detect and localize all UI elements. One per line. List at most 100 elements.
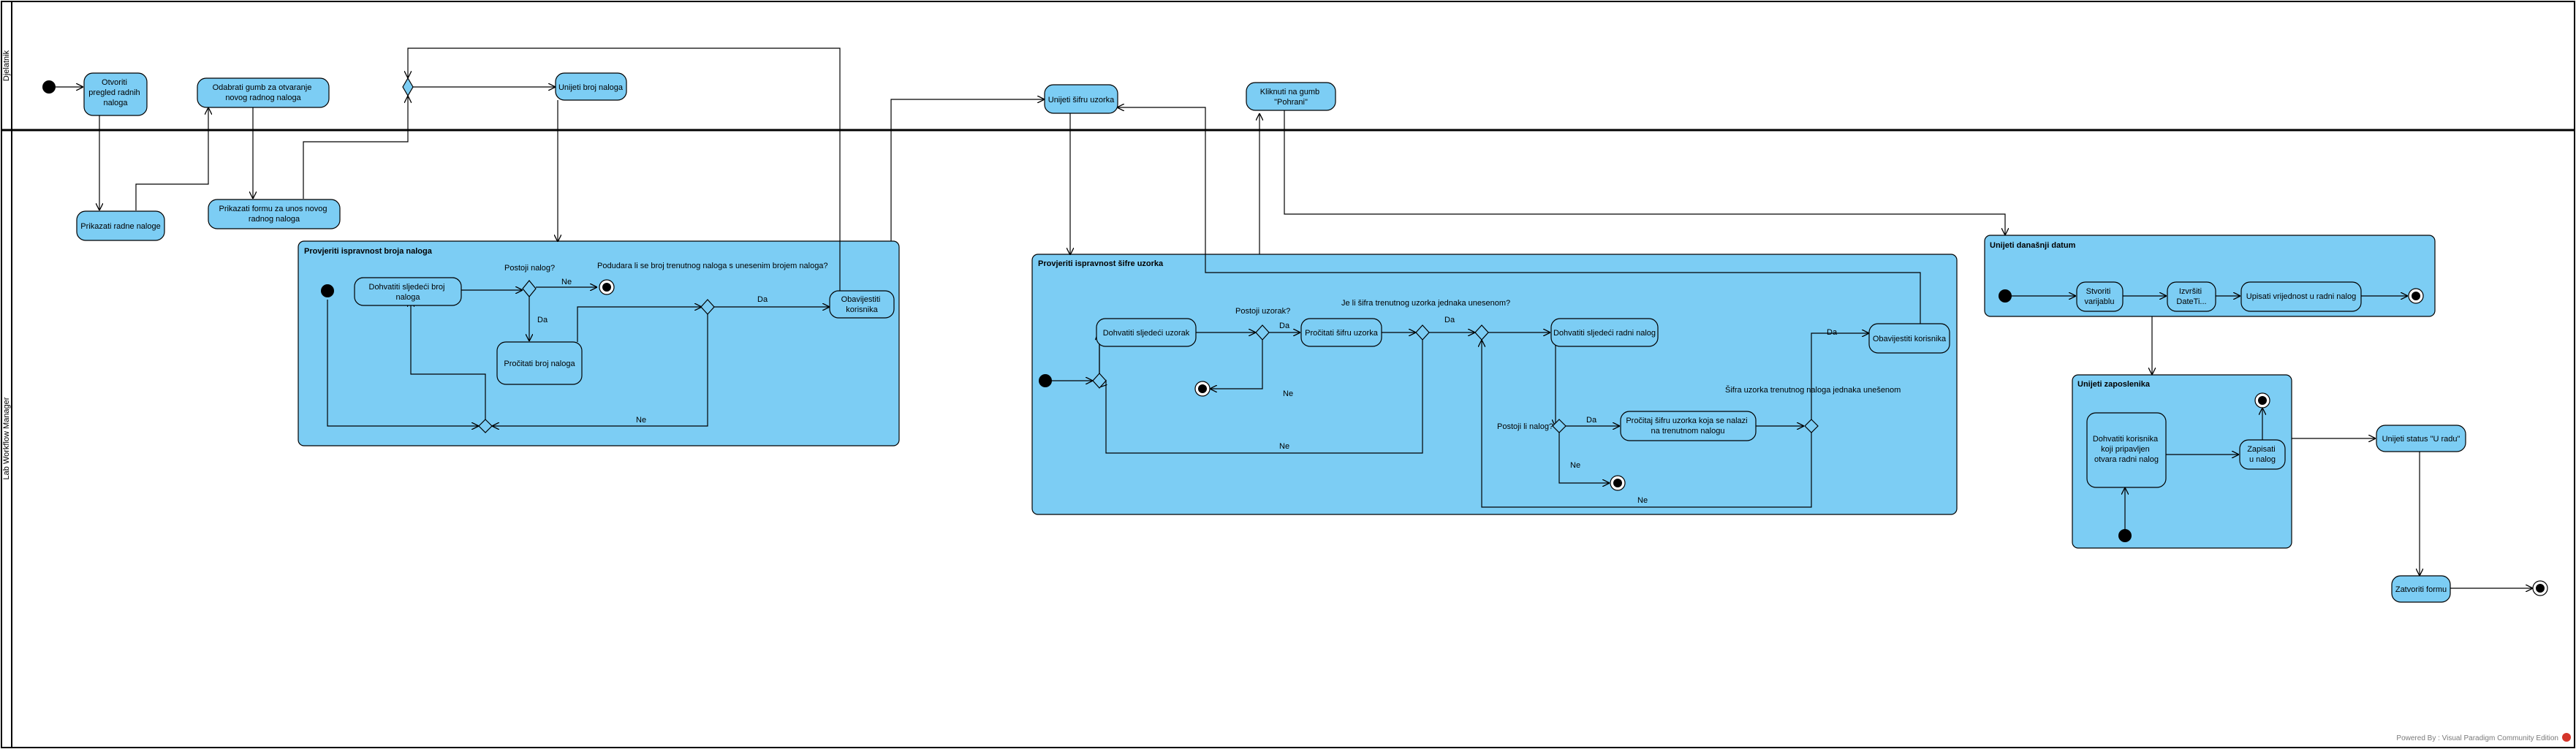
region4-nodes: Dohvatiti korisnika koji pripavljen otva… bbox=[2086, 392, 2286, 542]
svg-text:Unijeti šifru uzorka: Unijeti šifru uzorka bbox=[1048, 96, 1115, 104]
svg-text:Odabrati gumb za otvaranje: Odabrati gumb za otvaranje novog radnog … bbox=[213, 83, 314, 102]
svg-text:Izvršiti DateTi...: Izvršiti DateTi... bbox=[2176, 287, 2206, 306]
svg-text:Zatvoriti formu: Zatvoriti formu bbox=[2395, 585, 2447, 594]
flow-procitati-to-decision bbox=[577, 307, 702, 342]
decision-sifra-jednaka bbox=[1415, 324, 1430, 341]
action-label-line: varijablu bbox=[2085, 297, 2115, 306]
guard-da: Da bbox=[1279, 322, 1290, 330]
action-label-line: Odabrati gumb za otvaranje bbox=[213, 83, 312, 92]
action-label-line: Pročitati broj naloga bbox=[504, 360, 575, 368]
action-label-line: naloga bbox=[395, 293, 420, 302]
initial-node bbox=[2118, 529, 2132, 542]
initial-node bbox=[1039, 374, 1052, 387]
region-box bbox=[298, 240, 900, 446]
action-otvoriti-pregled[interactable]: Otvoriti pregled radnih naloga bbox=[83, 72, 148, 116]
svg-text:Obavijestiti korisnika: Obavijestiti korisnika bbox=[1873, 335, 1947, 343]
lane-title-lab-workflow-manager: Lab Workflow Manager bbox=[2, 397, 11, 479]
decision-postoji-uzorak bbox=[1255, 324, 1270, 341]
action-label-line: DateTi... bbox=[2176, 297, 2206, 306]
action-label-line: Dohvatiti sljedeći broj bbox=[369, 283, 445, 292]
guard-postoji-nalog: Postoji li nalog? bbox=[1497, 422, 1553, 431]
action-label-line: Upisati vrijednost u radni nalog bbox=[2246, 292, 2356, 301]
action-kliknuti-pohrani[interactable]: Kliknuti na gumb "Pohrani" bbox=[1246, 82, 1336, 111]
svg-text:Unijeti broj naloga: Unijeti broj naloga bbox=[558, 83, 624, 92]
guard-ne: Ne bbox=[636, 416, 646, 425]
svg-text:Otvoriti pregled radni: Otvoriti pregled radnih naloga bbox=[88, 78, 142, 107]
svg-text:Dohvatiti sljedeći broj: Dohvatiti sljedeći broj naloga bbox=[369, 283, 447, 302]
action-unijeti-status[interactable]: Unijeti status "U radu" bbox=[2376, 425, 2466, 452]
top-lane-nodes: Otvoriti pregled radnih naloga Prikazati… bbox=[42, 72, 1336, 241]
action-label-line: Unijeti status "U radu" bbox=[2382, 435, 2461, 444]
action-label-line: naloga bbox=[103, 99, 128, 107]
action-unijeti-sifru-uzorka[interactable]: Unijeti šifru uzorka bbox=[1044, 84, 1118, 114]
guard-ne: Ne bbox=[561, 278, 572, 286]
merge-node-r2 bbox=[1092, 373, 1107, 389]
action-procitaj-sifru-naloga[interactable]: Pročitaj šifru uzorka koja se nalazi na … bbox=[1620, 411, 1757, 441]
flow-prikazati-to-odabrati bbox=[135, 107, 208, 210]
initial-node bbox=[1999, 289, 2012, 303]
svg-text:Dohvatiti sljedeći uzorak: Dohvatiti sljedeći uzorak bbox=[1103, 329, 1190, 338]
guard-ne: Ne bbox=[1637, 496, 1648, 505]
action-label-line: u nalog bbox=[2249, 455, 2276, 464]
action-obavijestiti-korisnika-r2[interactable]: Obavijestiti korisnika bbox=[1868, 323, 1950, 354]
guard-sifra-naloga: Šifra uzorka trenutnog naloga jednaka un… bbox=[1725, 385, 1901, 395]
region-title: Provjeriti ispravnost broja naloga bbox=[304, 247, 433, 256]
flow-decision-uzorak-ne bbox=[1210, 340, 1263, 389]
footer: Powered By : Visual Paradigm Community E… bbox=[2396, 733, 2571, 742]
decision-podudara bbox=[700, 299, 715, 315]
action-dohvatiti-sljedeci-broj[interactable]: Dohvatiti sljedeći broj naloga bbox=[354, 277, 462, 306]
action-odabrati-gumb[interactable]: Odabrati gumb za otvaranje novog radnog … bbox=[197, 77, 330, 108]
decision-postoji-nalog bbox=[522, 280, 537, 297]
action-zatvoriti-formu[interactable]: Zatvoriti formu bbox=[2391, 575, 2451, 603]
action-label-line: Obavijestiti korisnika bbox=[1873, 335, 1947, 343]
action-dohvatiti-sljedeci-nalog[interactable]: Dohvatiti sljedeći radni nalog bbox=[1550, 318, 1659, 347]
action-procitati-broj[interactable]: Pročitati broj naloga bbox=[496, 341, 583, 385]
region-title: Unijeti zaposlenika bbox=[2077, 380, 2151, 389]
flow-start-to-merge bbox=[327, 300, 479, 426]
svg-text:Stvoriti varijablu: Stvoriti varijablu bbox=[2085, 287, 2115, 306]
action-prikazati-radne-naloge[interactable]: Prikazati radne naloge bbox=[76, 210, 165, 241]
action-dohvatiti-korisnika[interactable]: Dohvatiti korisnika koji pripavljen otva… bbox=[2086, 412, 2167, 488]
final-node-r1 bbox=[599, 279, 615, 295]
guard-da: Da bbox=[1586, 416, 1597, 425]
guard-postoji-uzorak: Postoji uzorak? bbox=[1235, 307, 1290, 316]
flow-decision2-ne bbox=[492, 314, 708, 426]
guard-podudara: Podudara li se broj trenutnog naloga s u… bbox=[597, 262, 828, 270]
action-label-line: Zatvoriti formu bbox=[2395, 585, 2447, 594]
guard-da: Da bbox=[757, 295, 768, 304]
action-label-line: Prikazati radne naloge bbox=[80, 222, 160, 231]
svg-text:Kliknuti na gumb "Pohr: Kliknuti na gumb "Pohrani" bbox=[1260, 88, 1322, 107]
final-node-r2-uzorak bbox=[1194, 381, 1211, 397]
flow-decision-sifra-nalog-da bbox=[1811, 333, 1869, 419]
action-dohvatiti-sljedeci-uzorak[interactable]: Dohvatiti sljedeći uzorak bbox=[1096, 318, 1197, 347]
action-zapisati-u-nalog[interactable]: Zapisati u nalog bbox=[2239, 439, 2286, 470]
flow-merge-to-dohvatiti bbox=[411, 300, 486, 419]
guard-da: Da bbox=[1444, 316, 1455, 324]
action-obavijestiti-korisnika[interactable]: Obavijestiti korisnika bbox=[829, 290, 895, 319]
action-label-line: otvara radni nalog bbox=[2094, 455, 2159, 464]
action-label-line: Unijeti šifru uzorka bbox=[1048, 96, 1115, 104]
final-node-r2-nalog bbox=[1610, 475, 1626, 491]
action-label-line: pregled radnih bbox=[88, 88, 140, 97]
region-provjeriti-sifru: Provjeriti ispravnost šifre uzorka bbox=[1031, 254, 1958, 515]
action-procitati-sifru-uzorka[interactable]: Pročitati šifru uzorka bbox=[1300, 318, 1382, 347]
action-label-line: Dohvatiti sljedeći uzorak bbox=[1103, 329, 1190, 338]
svg-text:Pročitaj šifru uzorka koja se: Pročitaj šifru uzorka koja se nalazi na … bbox=[1626, 417, 1749, 436]
guard-ne: Ne bbox=[1570, 461, 1580, 470]
action-izvrsiti-datetime[interactable]: Izvršiti DateTi... bbox=[2167, 281, 2216, 312]
action-label-line: Otvoriti bbox=[102, 78, 127, 87]
action-upisati-vrijednost[interactable]: Upisati vrijednost u radni nalog bbox=[2240, 281, 2362, 312]
action-unijeti-broj-naloga[interactable]: Unijeti broj naloga bbox=[555, 72, 627, 101]
final-node-r3 bbox=[2408, 288, 2424, 304]
merge-node-r1 bbox=[478, 419, 493, 433]
action-prikazati-formu[interactable]: Prikazati formu za unos novog radnog nal… bbox=[208, 199, 341, 229]
merge-node-top bbox=[402, 77, 414, 97]
action-label-line: Prikazati formu za unos novog bbox=[219, 205, 327, 213]
initial-node bbox=[321, 284, 334, 297]
action-label-line: radnog naloga bbox=[249, 215, 300, 224]
action-stvoriti-varijablu[interactable]: Stvoriti varijablu bbox=[2076, 281, 2124, 312]
svg-text:Pročitati šifru uzorka: Pročitati šifru uzorka bbox=[1305, 329, 1379, 338]
action-label-line: Pročitati šifru uzorka bbox=[1305, 329, 1379, 338]
action-label-line: koji pripavljen bbox=[2101, 445, 2150, 454]
